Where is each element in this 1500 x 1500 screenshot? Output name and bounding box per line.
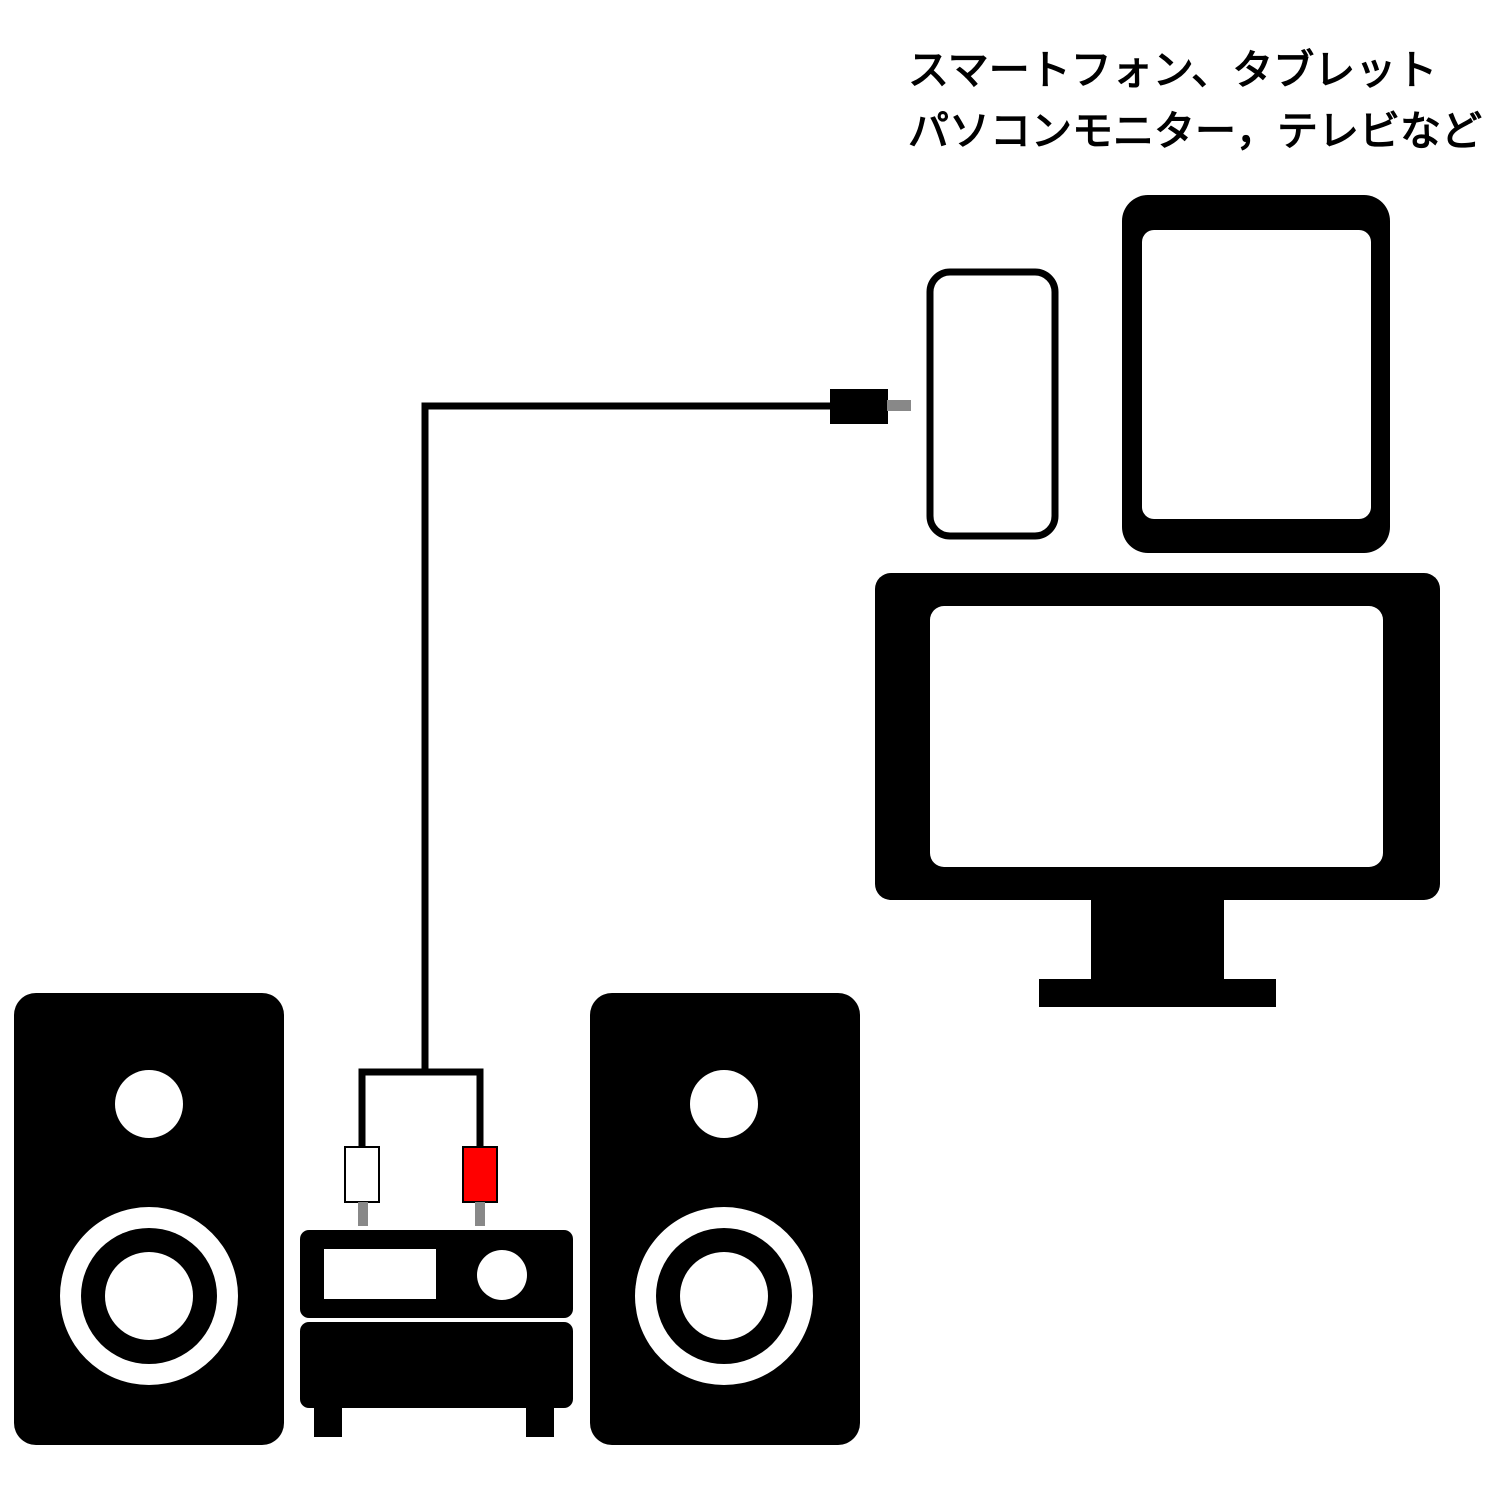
caption-line-1: スマートフォン、タブレット [908,46,1438,94]
audio-cable [358,402,832,1147]
tablet-icon [1122,195,1390,553]
speaker-left-icon [14,993,284,1445]
rca-plug-red-icon [462,1146,498,1226]
audio-amplifier-icon [300,1230,573,1437]
monitor-icon [875,573,1440,1007]
caption-line-2: パソコンモニター，テレビなど [908,107,1482,155]
mini-plug-icon [830,389,911,424]
rca-plug-white-icon [344,1146,380,1226]
speaker-right-icon [590,993,860,1445]
smartphone-icon [926,268,1059,540]
